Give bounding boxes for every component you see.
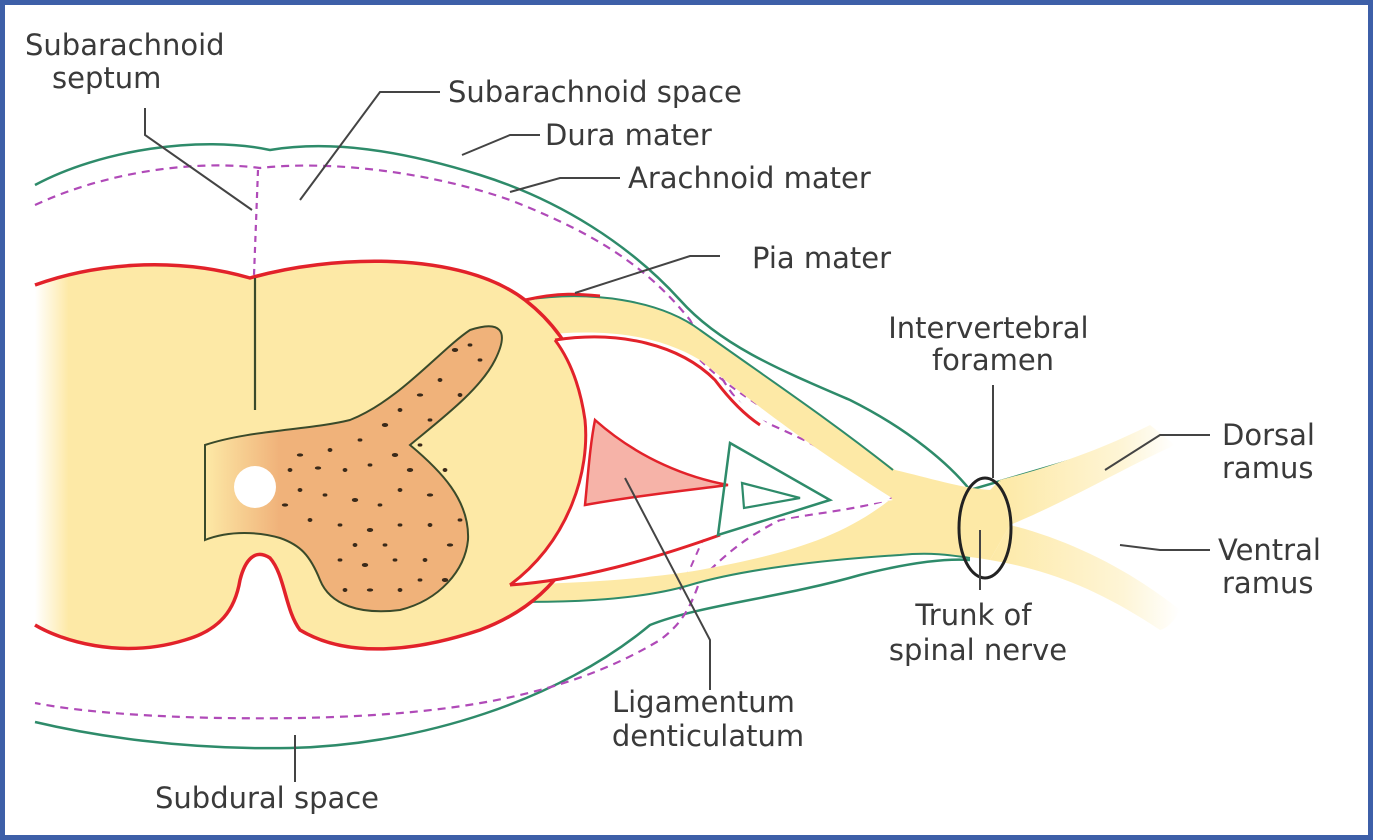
grey-matter-speckle (427, 493, 433, 496)
grey-matter-speckle (392, 453, 398, 457)
label-trunk-of-spinal-nerve-line1: Trunk of (914, 598, 1032, 632)
central-canal (234, 466, 276, 508)
label-subarachnoid-septum-line2: septum (52, 61, 161, 95)
grey-matter-speckle (315, 466, 321, 469)
grey-matter-speckle (443, 468, 448, 472)
grey-matter-speckle (368, 463, 373, 466)
label-dura-mater: Dura mater (545, 118, 712, 152)
grey-matter-speckle (323, 493, 328, 496)
leader-dura-mater (462, 135, 540, 155)
label-pia-mater: Pia mater (752, 241, 891, 275)
label-intervertebral-foramen: Intervertebral foramen (888, 311, 1098, 377)
grey-matter-speckle (378, 503, 383, 506)
grey-matter-speckle (338, 523, 343, 526)
grey-matter-speckle (452, 348, 458, 352)
grey-matter-speckle (407, 468, 413, 472)
grey-matter-speckle (438, 378, 443, 382)
grey-matter-speckle (418, 443, 423, 446)
grey-matter-speckle (298, 488, 303, 492)
grey-matter-speckle (367, 528, 373, 532)
label-intervertebral-foramen-line1: Intervertebral (888, 311, 1088, 345)
grey-matter-speckle (417, 393, 423, 396)
label-ligamentum-denticulatum-line2: denticulatum (612, 719, 804, 753)
label-ventral-ramus-line1: Ventral (1218, 533, 1321, 567)
grey-matter-speckle (458, 393, 463, 397)
label-ligamentum-denticulatum-line1: Ligamentum (612, 685, 795, 719)
grey-matter-speckle (382, 423, 388, 427)
grey-matter-speckle (343, 468, 348, 472)
grey-matter-speckle (338, 558, 343, 561)
grey-matter-speckle (383, 543, 388, 546)
label-subdural-space: Subdural space (155, 781, 379, 815)
leader-subarachnoid-septum (145, 108, 252, 210)
leader-pia-mater (575, 256, 720, 293)
grey-matter-speckle (428, 523, 433, 527)
grey-matter-speckle (297, 453, 303, 456)
grey-matter-speckle (328, 448, 333, 452)
grey-matter-speckle (398, 588, 403, 592)
grey-matter-speckle (478, 358, 483, 361)
leader-ventral-ramus (1120, 545, 1210, 550)
label-dorsal-ramus-line2: ramus (1222, 451, 1313, 485)
grey-matter-speckle (353, 543, 358, 547)
grey-matter-speckle (398, 523, 403, 526)
label-subarachnoid-septum-line1: Subarachnoid (25, 28, 225, 62)
grey-matter-speckle (447, 543, 453, 546)
grey-matter-speckle (343, 588, 348, 592)
dorsal-ramus-shape (1000, 425, 1175, 525)
grey-matter-speckle (428, 418, 433, 421)
label-intervertebral-foramen-line2: foramen (932, 343, 1054, 377)
label-ventral-ramus-line2: ramus (1222, 566, 1313, 600)
grey-matter-speckle (367, 588, 373, 591)
arachnoid-septum-dashed (254, 170, 258, 275)
label-dorsal-ramus-line1: Dorsal (1222, 418, 1315, 452)
label-ventral-ramus: Ventral ramus (1218, 533, 1330, 600)
grey-matter-speckle (442, 578, 448, 582)
label-trunk-of-spinal-nerve-line2: spinal nerve (889, 633, 1067, 667)
grey-matter-speckle (468, 343, 473, 346)
grey-matter-speckle (398, 408, 403, 412)
label-subarachnoid-septum: Subarachnoid septum (25, 28, 234, 95)
label-arachnoid-mater: Arachnoid mater (628, 161, 871, 195)
grey-matter-speckle (393, 558, 398, 561)
grey-matter-speckle (358, 438, 363, 441)
grey-matter-speckle (288, 468, 293, 472)
grey-matter-speckle (418, 578, 423, 581)
label-subarachnoid-space: Subarachnoid space (448, 75, 742, 109)
grey-matter-speckle (423, 558, 428, 562)
label-ligamentum-denticulatum: Ligamentum denticulatum (612, 685, 804, 753)
grey-matter-speckle (352, 498, 358, 502)
label-dorsal-ramus: Dorsal ramus (1222, 418, 1324, 485)
grey-matter-speckle (308, 518, 313, 522)
label-trunk-of-spinal-nerve: Trunk of spinal nerve (889, 598, 1067, 667)
grey-matter-speckle (458, 518, 463, 521)
leader-arachnoid-mater (510, 178, 620, 192)
grey-matter-speckle (362, 563, 368, 567)
grey-matter-speckle (282, 503, 288, 506)
grey-matter-speckle (398, 488, 403, 492)
